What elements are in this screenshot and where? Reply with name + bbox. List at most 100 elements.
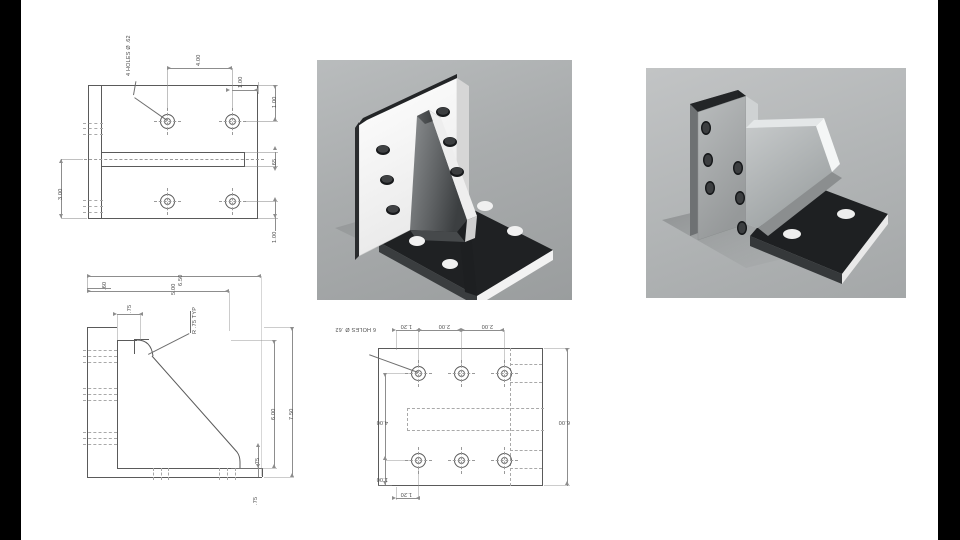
iso-render-front-svg <box>335 74 553 300</box>
dim-arrow <box>273 167 277 171</box>
top-hole-centerline-v <box>504 360 505 387</box>
ext-line <box>87 277 88 291</box>
front-hidden-line <box>83 134 103 135</box>
top-hole-centerline-v <box>418 360 419 387</box>
dim-arrow <box>256 443 260 447</box>
dim-arrow <box>565 348 569 352</box>
side-hidden-line <box>83 438 117 439</box>
ext-line <box>258 85 278 86</box>
top-hidden-rib-top <box>407 408 544 409</box>
dim-arrow <box>392 328 396 332</box>
ext-line <box>418 330 419 366</box>
side-leg-top <box>87 327 117 328</box>
front-hole-centerline-v <box>232 188 233 215</box>
top-outline-top <box>378 348 543 349</box>
ext-line <box>117 314 118 340</box>
ext-line <box>245 121 278 122</box>
ext-line <box>378 485 392 486</box>
dim-arrow <box>254 88 258 92</box>
side-base-top <box>117 468 262 469</box>
top-orthographic-view[interactable]: 6 HOLES Ø .62 1.20 2.00 2.00 4. <box>21 0 621 540</box>
top-hidden-line <box>510 450 542 451</box>
dim-arrow <box>383 456 387 460</box>
ext-line <box>61 159 83 160</box>
top-hole-note: 6 HOLES Ø .62 <box>335 326 376 332</box>
side-hidden-line <box>83 388 117 389</box>
side-base-right <box>262 468 263 477</box>
dim-line-060 <box>87 288 111 289</box>
dim-arrow <box>272 464 276 468</box>
front-hidden-line <box>83 200 103 201</box>
top-outline-right <box>542 348 543 486</box>
ext-line <box>140 314 141 340</box>
side-hidden-line <box>83 356 117 357</box>
front-rib-centerline <box>84 159 264 160</box>
dim-arrow <box>228 66 232 70</box>
dim-arrow <box>461 328 465 332</box>
dim-line-7-50 <box>292 327 293 477</box>
drawing-sheet: 4 HOLES Ø .62 4.00 1.00 1.00 <box>21 0 938 540</box>
ext-line <box>264 477 294 478</box>
dim-label-2-00-a: 2.00 <box>438 323 450 329</box>
side-gusset-top <box>117 340 137 341</box>
side-orthographic-view[interactable]: .60 6.50 5.00 R .75 TYP .75 <box>21 0 311 540</box>
ext-line <box>231 468 277 469</box>
front-hidden-line <box>83 128 103 129</box>
iso-render-rear-svg <box>662 90 888 284</box>
front-hidden-line <box>83 206 103 207</box>
top-hidden-rib-left <box>407 408 408 431</box>
dim-label-1-00-left: 1.00 <box>376 476 388 482</box>
front-hidden-line <box>83 212 103 213</box>
dim-arrow <box>273 146 277 150</box>
front-hole-centerline-v <box>167 108 168 135</box>
ext-line <box>396 487 397 500</box>
dim-arrow <box>273 85 277 89</box>
isometric-render-front[interactable] <box>317 60 572 300</box>
dim-arrow <box>416 496 420 500</box>
dim-arrow <box>383 481 387 485</box>
dim-label-120-top: 1.20 <box>400 323 412 329</box>
ext-line <box>385 460 411 461</box>
ext-line <box>258 218 278 219</box>
dim-arrow <box>392 496 396 500</box>
dim-line-2-00-b <box>461 330 504 331</box>
dim-arrow <box>290 327 294 331</box>
dim-label-6-00-right: 6.00 <box>558 419 570 425</box>
top-hole-centerline-v <box>461 447 462 474</box>
ext-line <box>461 330 462 366</box>
side-hidden-line <box>83 394 117 395</box>
dim-line-4-00-left <box>385 373 386 460</box>
ext-line <box>396 330 397 350</box>
ext-line <box>385 373 411 374</box>
ext-line <box>245 166 278 167</box>
ext-line <box>231 340 277 341</box>
side-hidden-line <box>153 468 154 480</box>
dim-line-065 <box>275 152 276 167</box>
ext-line <box>245 201 278 202</box>
front-rib-top <box>101 152 244 153</box>
top-hole-centerline-v <box>418 447 419 474</box>
ext-line <box>261 276 262 476</box>
dim-line-1-00-r1 <box>275 85 276 121</box>
front-orthographic-view[interactable]: 4 HOLES Ø .62 4.00 1.00 1.00 <box>21 0 301 280</box>
top-hole-centerline-v <box>461 360 462 387</box>
ext-line <box>61 218 87 219</box>
side-fillet-placeholder <box>134 339 149 354</box>
dim-arrow <box>565 481 569 485</box>
dim-line-3-00 <box>61 159 62 218</box>
dim-arrow <box>139 312 143 316</box>
top-hidden-line <box>510 468 542 469</box>
ext-line <box>245 152 278 153</box>
front-outline-top <box>88 85 258 86</box>
front-outline-bottom <box>88 218 258 219</box>
top-note-leader-line <box>369 354 419 373</box>
ext-line <box>167 68 168 110</box>
top-hidden-line <box>510 364 542 365</box>
dim-arrow <box>383 373 387 377</box>
dim-arrow <box>167 66 171 70</box>
top-outline-bottom <box>378 485 543 486</box>
dim-arrow <box>418 328 422 332</box>
isometric-render-rear[interactable] <box>646 68 906 298</box>
dim-arrow <box>257 274 261 278</box>
ext-line <box>258 82 259 94</box>
